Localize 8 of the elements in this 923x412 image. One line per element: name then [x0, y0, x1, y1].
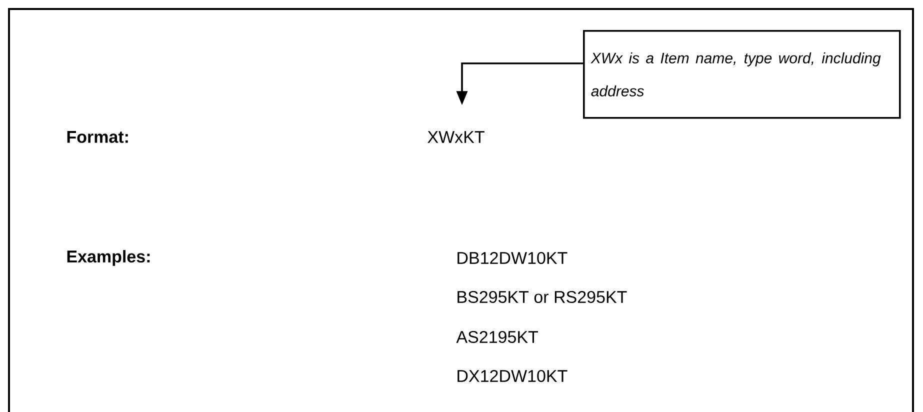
field-label: Examples: [67, 250, 150, 266]
field-label: Format: [67, 131, 128, 143]
example-text: AS2195KT [456, 330, 538, 343]
example-text: DB12DW10KT [458, 252, 568, 264]
format-text: XWxKT [428, 131, 484, 143]
example-text: BS295KT or RS295KT [458, 290, 627, 303]
example-text: DX12DW10KT [458, 370, 568, 382]
callout-box: XWx is a Item name, type word, including address [583, 30, 901, 119]
